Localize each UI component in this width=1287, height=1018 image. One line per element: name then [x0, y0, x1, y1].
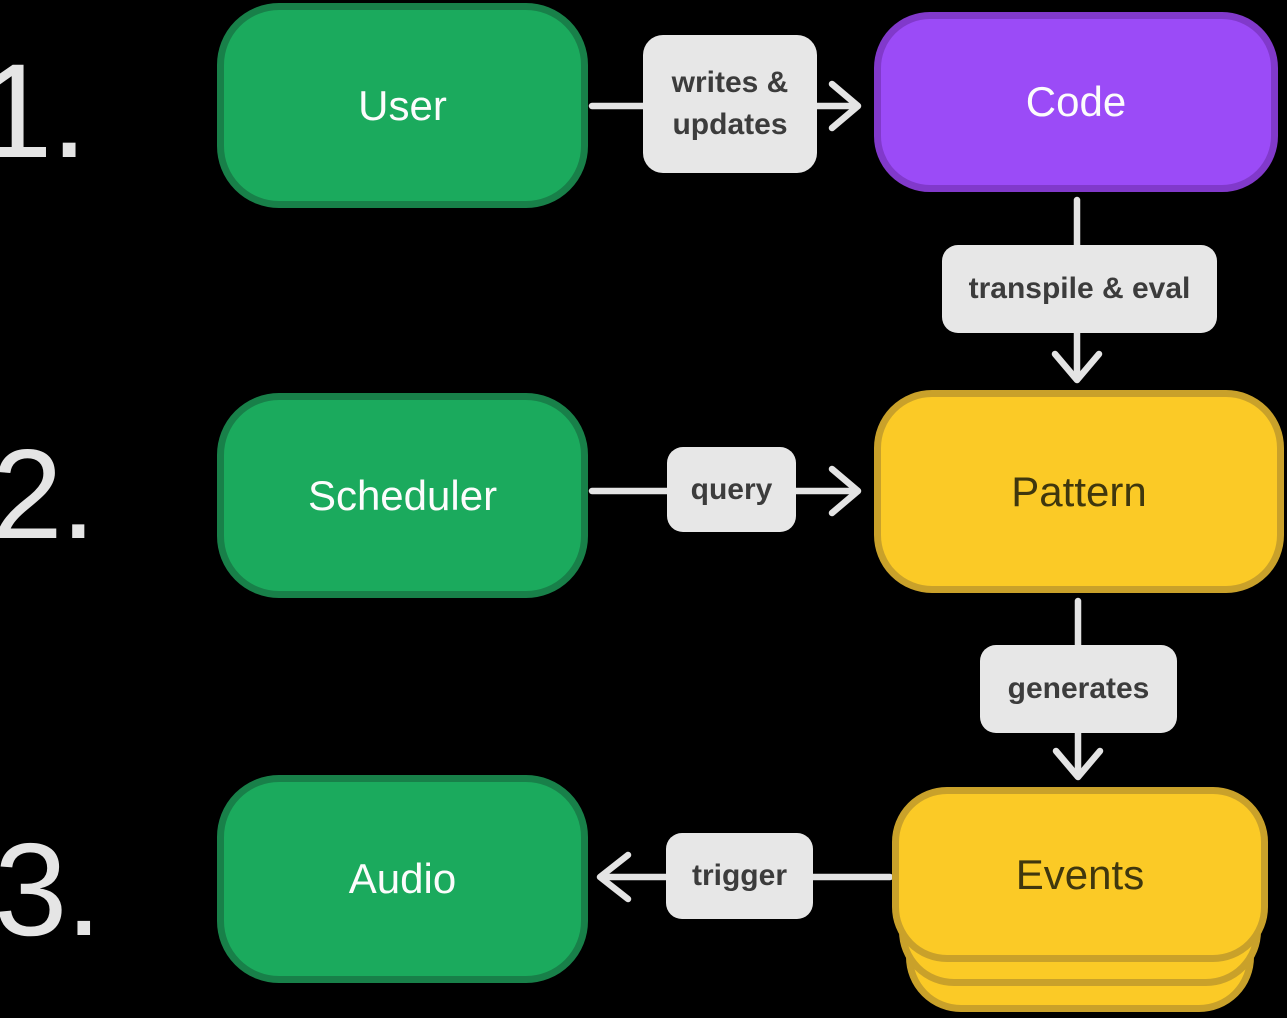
- arrow-head: [596, 851, 632, 903]
- edge-label-writes-updates: writes & updates: [643, 35, 817, 173]
- node-pattern-label: Pattern: [1011, 467, 1147, 515]
- edge-label-text: writes & updates: [671, 66, 789, 141]
- node-pattern: Pattern: [874, 390, 1284, 593]
- step-number-1: 1.: [0, 37, 88, 186]
- node-audio-label: Audio: [348, 855, 457, 902]
- node-scheduler: Scheduler: [217, 393, 588, 598]
- step-number-2: 2.: [0, 423, 96, 565]
- arrow-head: [828, 80, 862, 132]
- edge-label-transpile-eval: transpile & eval: [942, 245, 1217, 333]
- node-audio: Audio: [217, 775, 588, 983]
- edge-label-trigger: trigger: [666, 833, 813, 919]
- edge-label-text: query: [690, 472, 773, 506]
- edge-label-text: trigger: [691, 859, 787, 892]
- edge-label-generates: generates: [980, 645, 1177, 733]
- node-user-label: User: [358, 81, 447, 129]
- node-events: Events: [892, 787, 1268, 962]
- edge-label-text: generates: [1007, 672, 1150, 705]
- edge-label-text: transpile & eval: [968, 272, 1191, 305]
- node-user: User: [217, 3, 588, 208]
- node-code-label: Code: [1025, 78, 1127, 125]
- arrow-head: [1052, 747, 1104, 781]
- node-events-label: Events: [1015, 850, 1145, 898]
- arrow-head: [1051, 350, 1103, 384]
- edge-label-query: query: [667, 447, 796, 532]
- node-code: Code: [874, 12, 1278, 192]
- arrow-head: [828, 465, 862, 517]
- node-scheduler-label: Scheduler: [307, 471, 498, 519]
- step-number-3: 3.: [0, 816, 102, 963]
